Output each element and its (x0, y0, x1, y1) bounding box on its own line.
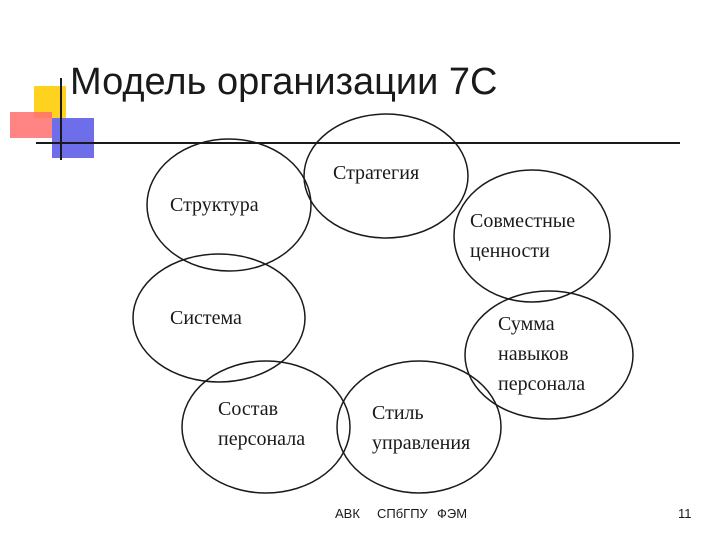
ellipse-strategy (303, 113, 469, 239)
node-label-skills: Сумма навыков персонала (498, 313, 586, 395)
footer-department: ФЭМ (437, 506, 468, 521)
title-accent-red-block (10, 112, 52, 138)
node-label-structure: Структура (170, 194, 259, 216)
ellipse-staff (181, 360, 351, 494)
ellipse-system (132, 253, 306, 383)
title-accent-blue-block (52, 118, 94, 158)
node-label-style: Стиль управления (372, 402, 471, 454)
title-accent-vertical-line (60, 78, 62, 160)
footer-author: АВК (335, 506, 360, 521)
ellipse-skills (464, 290, 634, 420)
footer-page-number: 11 (678, 506, 692, 521)
node-label-staff: Состав персонала (218, 398, 306, 450)
footer-institution: СПбГПУ (377, 506, 428, 521)
node-label-system: Система (170, 307, 242, 329)
node-label-strategy: Стратегия (333, 162, 420, 184)
ellipse-structure (146, 138, 312, 272)
slide-title: Модель организации 7С (70, 61, 498, 103)
title-underline (36, 142, 680, 144)
ellipse-shared-values (453, 169, 611, 303)
ellipse-style (336, 360, 502, 494)
node-label-shared-values: Совместные ценности (470, 210, 576, 262)
